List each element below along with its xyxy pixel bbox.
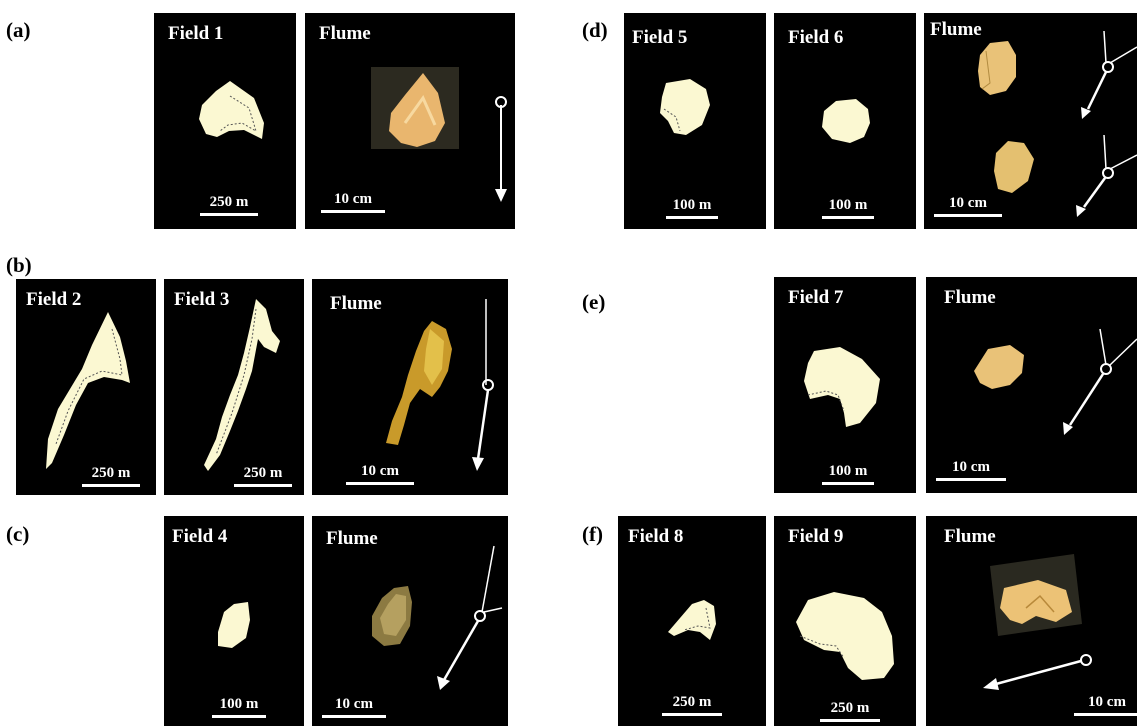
panel-field-8: Field 8 250 m xyxy=(618,516,766,726)
panel-flume-f: Flume 10 cm xyxy=(926,516,1137,726)
scale-bar: 10 cm xyxy=(1074,694,1137,716)
panel-flume-d: Flume 10 cm xyxy=(924,13,1137,229)
field-9-shape xyxy=(774,516,916,726)
panel-field-2: Field 2 250 m xyxy=(16,279,156,495)
scale-bar: 10 cm xyxy=(346,463,414,485)
panel-field-5: Field 5 100 m xyxy=(624,13,766,229)
scale-bar: 10 cm xyxy=(321,191,385,213)
row-label-b: (b) xyxy=(6,255,32,276)
row-label-e: (e) xyxy=(582,292,605,313)
scale-bar: 250 m xyxy=(234,465,292,487)
scale-bar: 10 cm xyxy=(934,195,1002,217)
panel-field-6: Field 6 100 m xyxy=(774,13,916,229)
row-label-d: (d) xyxy=(582,20,608,41)
field-2-shape xyxy=(16,279,156,495)
field-4-shape xyxy=(164,516,304,726)
row-label-f: (f) xyxy=(582,524,603,545)
field-3-shape xyxy=(164,279,304,495)
panel-flume-a: Flume 10 cm xyxy=(305,13,515,229)
panel-field-1: Field 1 250 m xyxy=(154,13,296,229)
scale-bar: 100 m xyxy=(212,696,266,718)
scale-bar: 100 m xyxy=(822,197,874,219)
flume-c-photo xyxy=(312,516,508,726)
panel-field-4: Field 4 100 m xyxy=(164,516,304,726)
scale-bar: 250 m xyxy=(820,700,880,722)
panel-field-9: Field 9 250 m xyxy=(774,516,916,726)
panel-field-3: Field 3 250 m xyxy=(164,279,304,495)
field-7-shape xyxy=(774,277,916,493)
scale-bar: 10 cm xyxy=(936,459,1006,481)
scale-bar: 100 m xyxy=(822,463,874,485)
row-label-a: (a) xyxy=(6,20,31,41)
row-label-c: (c) xyxy=(6,524,29,545)
scale-bar: 250 m xyxy=(82,465,140,487)
scale-bar: 100 m xyxy=(666,197,718,219)
panel-flume-b: Flume 10 cm xyxy=(312,279,508,495)
panel-field-7: Field 7 100 m xyxy=(774,277,916,493)
scale-bar: 250 m xyxy=(200,194,258,216)
scale-bar: 10 cm xyxy=(322,696,386,718)
panel-flume-e: Flume 10 cm xyxy=(926,277,1137,493)
scale-bar: 250 m xyxy=(662,694,722,716)
panel-flume-c: Flume 10 cm xyxy=(312,516,508,726)
